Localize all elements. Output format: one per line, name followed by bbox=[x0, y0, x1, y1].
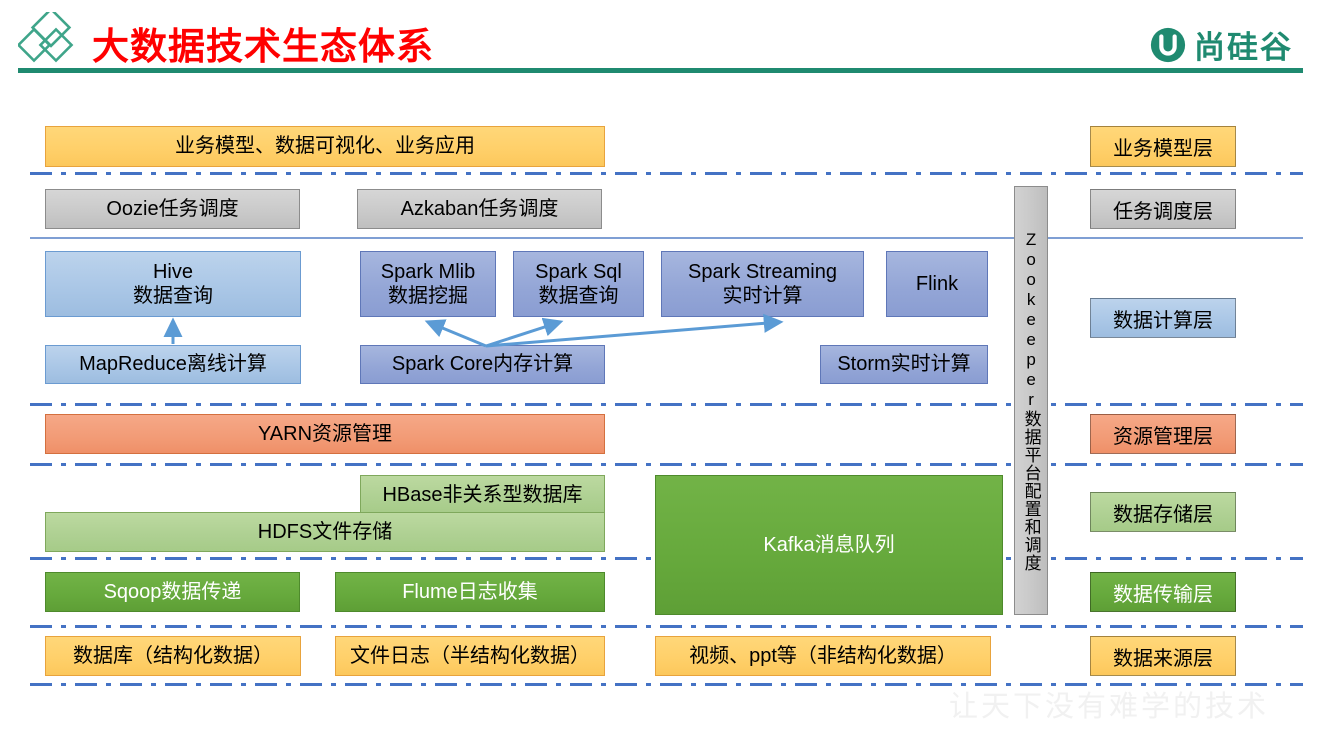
box-flink[interactable]: Flink bbox=[886, 251, 988, 317]
separator-schedule-compute bbox=[30, 237, 1303, 239]
box-source-log[interactable]: 文件日志（半结构化数据） bbox=[335, 636, 605, 676]
separator-business-schedule bbox=[30, 172, 1303, 175]
layer-label-storage: 数据存储层 bbox=[1090, 492, 1236, 532]
separator-bottom bbox=[30, 683, 1303, 686]
brand-logo: 尚硅谷 bbox=[1149, 22, 1293, 67]
box-kafka[interactable]: Kafka消息队列 bbox=[655, 475, 1003, 615]
box-spark-core[interactable]: Spark Core内存计算 bbox=[360, 345, 605, 384]
brand-u-icon bbox=[1150, 27, 1186, 62]
separator-transport-source bbox=[30, 625, 1303, 628]
arrow-sparkcore-to-sql bbox=[485, 317, 564, 348]
box-yarn[interactable]: YARN资源管理 bbox=[45, 414, 605, 454]
watermark-text: 让天下没有难学的技术 bbox=[948, 691, 1269, 723]
layer-label-schedule: 任务调度层 bbox=[1090, 189, 1236, 229]
layer-label-source: 数据来源层 bbox=[1090, 636, 1236, 676]
box-azkaban[interactable]: Azkaban任务调度 bbox=[357, 189, 602, 229]
box-hdfs[interactable]: HDFS文件存储 bbox=[45, 512, 605, 552]
box-oozie[interactable]: Oozie任务调度 bbox=[45, 189, 300, 229]
box-storm[interactable]: Storm实时计算 bbox=[820, 345, 988, 384]
box-spark-streaming[interactable]: Spark Streaming 实时计算 bbox=[661, 251, 864, 317]
layer-label-transport: 数据传输层 bbox=[1090, 572, 1236, 612]
separator-compute-resource bbox=[30, 403, 1303, 406]
box-spark-sql[interactable]: Spark Sql 数据查询 bbox=[513, 251, 644, 317]
box-zookeeper[interactable]: Zookeeper数据平台配置和调度 bbox=[1014, 186, 1048, 615]
page-title: 大数据技术生态体系 bbox=[92, 26, 434, 67]
box-source-database[interactable]: 数据库（结构化数据） bbox=[45, 636, 301, 676]
layer-label-resource: 资源管理层 bbox=[1090, 414, 1236, 454]
layer-label-compute: 数据计算层 bbox=[1090, 298, 1236, 338]
box-sqoop[interactable]: Sqoop数据传递 bbox=[45, 572, 300, 612]
header-divider bbox=[18, 68, 1303, 73]
box-hbase[interactable]: HBase非关系型数据库 bbox=[360, 475, 605, 515]
arrow-sparkcore-to-streaming bbox=[485, 313, 784, 348]
zookeeper-label: Zookeeper数据平台配置和调度 bbox=[1021, 229, 1041, 572]
arrow-sparkcore-to-mlib bbox=[424, 319, 487, 348]
box-source-media[interactable]: 视频、ppt等（非结构化数据） bbox=[655, 636, 991, 676]
layer-label-business: 业务模型层 bbox=[1090, 126, 1236, 167]
box-mapreduce[interactable]: MapReduce离线计算 bbox=[45, 345, 301, 384]
brand-name: 尚硅谷 bbox=[1194, 30, 1293, 65]
box-hive[interactable]: Hive 数据查询 bbox=[45, 251, 301, 317]
box-spark-mlib[interactable]: Spark Mlib 数据挖掘 bbox=[360, 251, 496, 317]
diamond-logo-icon bbox=[18, 12, 74, 63]
box-flume[interactable]: Flume日志收集 bbox=[335, 572, 605, 612]
separator-resource-storage bbox=[30, 463, 1303, 466]
box-business-model[interactable]: 业务模型、数据可视化、业务应用 bbox=[45, 126, 605, 167]
